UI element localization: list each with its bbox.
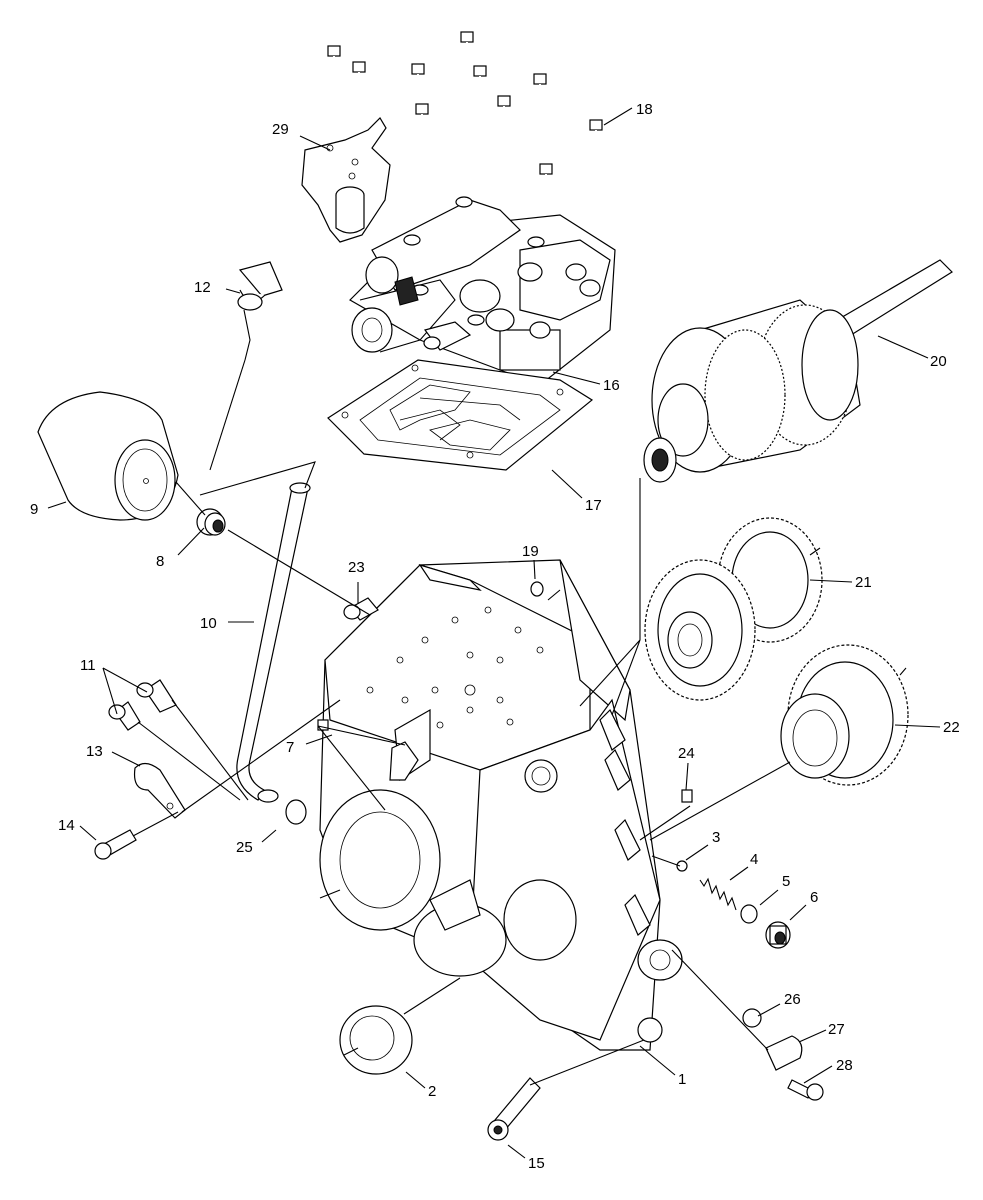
callout-24: 24	[678, 745, 695, 762]
callout-17: 17	[585, 497, 602, 514]
sensor-bracket	[317, 719, 419, 781]
callout-12: 12	[194, 279, 211, 296]
callout-15: 15	[528, 1155, 545, 1172]
transmission-housing	[319, 559, 683, 1051]
callout-29: 29	[272, 121, 289, 138]
plug	[765, 921, 791, 949]
callout-2: 2	[428, 1083, 436, 1100]
callout-5: 5	[782, 873, 790, 890]
housing-bolt-holes	[366, 606, 544, 729]
solenoid-bracket	[301, 117, 391, 243]
check-ball	[676, 860, 688, 872]
callout-16: 16	[603, 377, 620, 394]
assembly-lines	[132, 461, 907, 1086]
callout-18: 18	[636, 101, 653, 118]
callout-19: 19	[522, 543, 539, 560]
cover-screw	[787, 1079, 824, 1101]
countershaft-gear-cluster	[644, 517, 823, 701]
clamp-screw	[94, 829, 137, 860]
tube-o-ring	[285, 799, 307, 825]
oil-seal	[339, 1005, 413, 1075]
callout-27: 27	[828, 1021, 845, 1038]
callout-10: 10	[200, 615, 217, 632]
oil-filter	[37, 391, 179, 521]
callout-20: 20	[930, 353, 947, 370]
output-shaft-clutch-assembly	[643, 259, 953, 483]
small-parts	[94, 581, 824, 1141]
callout-28: 28	[836, 1057, 853, 1074]
small-o-ring	[530, 581, 544, 597]
spring	[699, 877, 737, 911]
callout-23: 23	[348, 559, 365, 576]
callout-11: 11	[80, 657, 96, 674]
valve-body	[349, 196, 616, 386]
callout-7: 7	[286, 739, 294, 756]
callout-9: 9	[30, 501, 38, 518]
callout-3: 3	[712, 829, 720, 846]
callout-8: 8	[156, 553, 164, 570]
callout-22: 22	[943, 719, 960, 736]
tube-screws	[108, 679, 177, 731]
oil-tube	[236, 482, 311, 803]
callout-labels: 1 2 3 4 5 6 7 8 9 10 11 12 13 14 15 16 1…	[30, 101, 960, 1172]
housing-plug	[343, 597, 379, 621]
dipstick	[209, 261, 283, 471]
callout-6: 6	[810, 889, 818, 906]
dowel-pin	[681, 789, 693, 803]
callout-13: 13	[86, 743, 103, 760]
callout-25: 25	[236, 839, 253, 856]
tube-clamp	[133, 762, 186, 819]
idler-gear	[780, 644, 909, 786]
callout-1: 1	[678, 1071, 686, 1088]
callout-4: 4	[750, 851, 758, 868]
callout-14: 14	[58, 817, 75, 834]
callout-21: 21	[855, 574, 872, 591]
cover-o-ring	[742, 1008, 762, 1028]
cover-plate	[765, 1035, 803, 1071]
valve-body-screws	[327, 31, 603, 230]
o-ring	[740, 904, 758, 924]
callout-26: 26	[784, 991, 801, 1008]
housing-bolt	[487, 1077, 541, 1141]
valve-body-gasket	[327, 359, 594, 471]
callout-leaders	[47, 107, 941, 1159]
